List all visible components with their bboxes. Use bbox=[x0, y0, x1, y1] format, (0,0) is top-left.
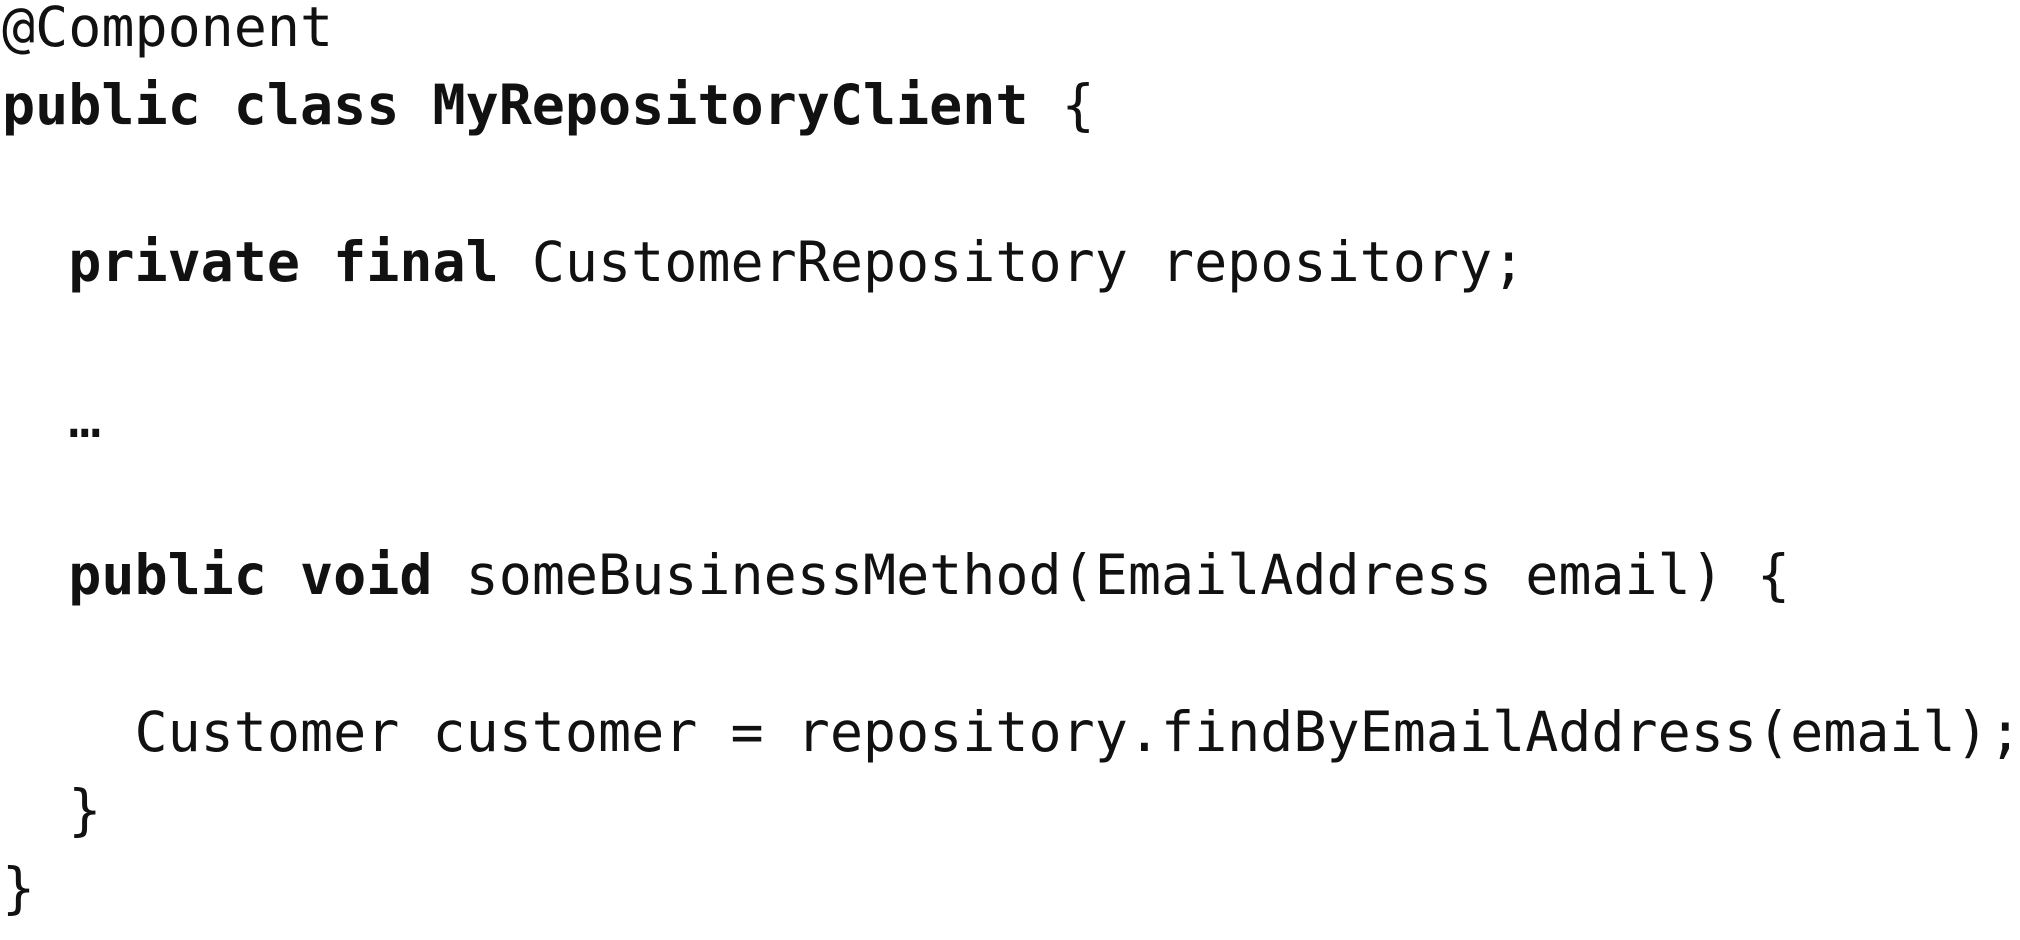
code-keyword-text: public void bbox=[68, 543, 433, 608]
code-keyword-text: public class MyRepositoryClient bbox=[2, 73, 1029, 138]
code-line: … bbox=[2, 379, 2020, 457]
code-text: } bbox=[2, 856, 36, 921]
code-text: someBusinessMethod(EmailAddress email) { bbox=[432, 543, 1791, 608]
code-text: Customer customer = repository.findByEma… bbox=[134, 699, 2020, 764]
code-text: } bbox=[68, 777, 102, 842]
code-text: { bbox=[1028, 73, 1095, 138]
code-line: } bbox=[2, 771, 2020, 849]
code-line: public void someBusinessMethod(EmailAddr… bbox=[2, 536, 2020, 614]
code-line: Customer customer = repository.findByEma… bbox=[2, 693, 2020, 771]
code-line bbox=[2, 145, 2020, 223]
code-line: public class MyRepositoryClient { bbox=[2, 66, 2020, 144]
code-line: private final CustomerRepository reposit… bbox=[2, 223, 2020, 301]
code-text: @Component bbox=[2, 0, 334, 59]
code-text: CustomerRepository repository; bbox=[498, 229, 1526, 294]
code-line: } bbox=[2, 849, 2020, 927]
code-keyword-text: private final bbox=[68, 229, 499, 294]
code-line bbox=[2, 614, 2020, 692]
code-line bbox=[2, 458, 2020, 536]
code-text: … bbox=[68, 386, 102, 451]
code-line: @Component bbox=[2, 0, 2020, 66]
code-line bbox=[2, 301, 2020, 379]
